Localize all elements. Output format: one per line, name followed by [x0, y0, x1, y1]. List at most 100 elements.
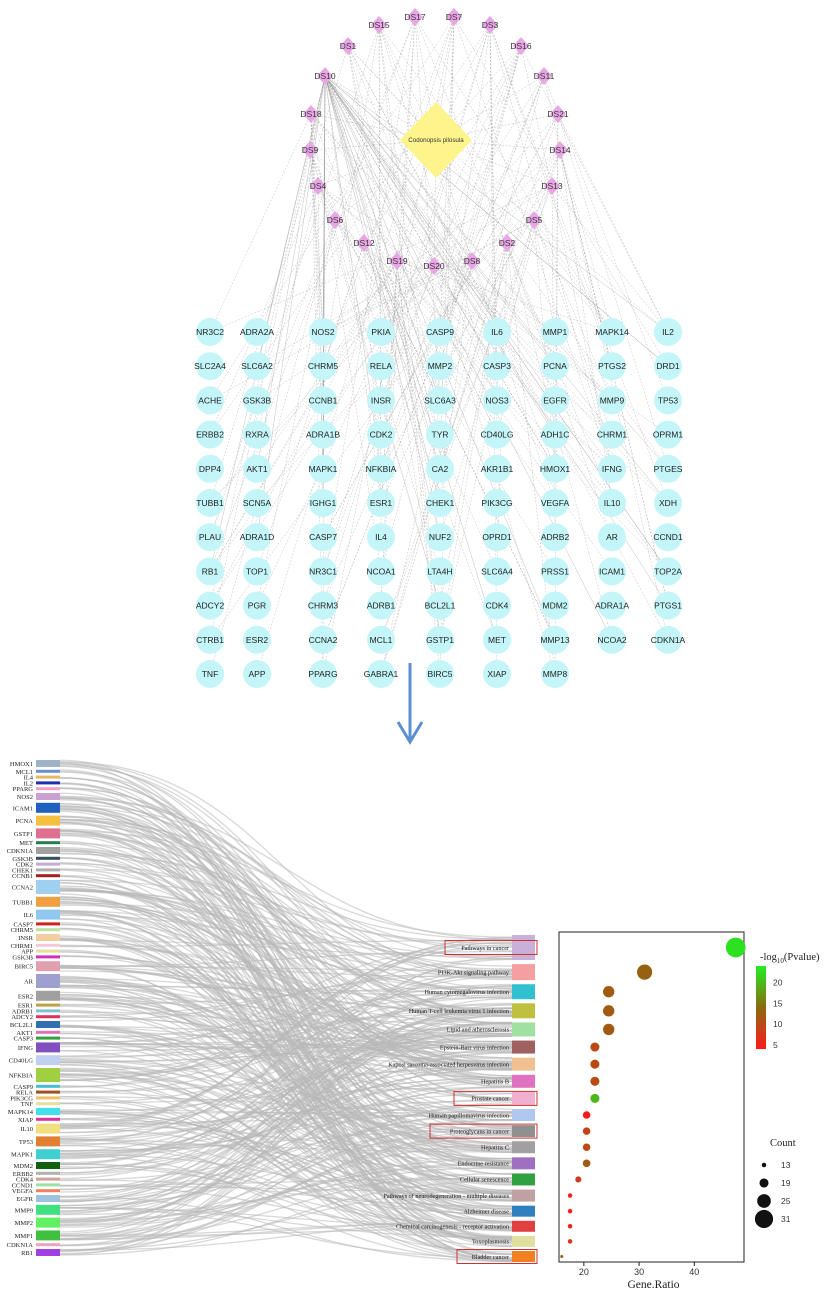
size-legend-dot: [755, 1210, 773, 1228]
target-label: SLC6A2: [241, 361, 273, 371]
pathway-bar: [512, 984, 535, 999]
gene-label: INSR: [18, 935, 33, 942]
gene-node-gstp1: GSTP1: [14, 828, 60, 838]
target-label: IL2: [662, 327, 674, 337]
target-label: CHRM3: [308, 601, 338, 611]
network-edge: [560, 150, 612, 332]
target-label: MMP8: [543, 669, 568, 679]
target-node-ccnd1: CCND1: [653, 523, 683, 551]
pathway-bar: [512, 1003, 535, 1018]
target-node-ar: AR: [598, 523, 626, 551]
target-label: ESR2: [246, 635, 268, 645]
target-node-adrb1: ADRB1: [367, 592, 396, 620]
x-tick-label: 30: [634, 1267, 644, 1277]
network-edge: [397, 261, 555, 469]
compound-label: DS3: [482, 20, 499, 30]
target-node-cdk2: CDK2: [367, 421, 395, 449]
pathway-label: Human cytomegalovirus infection: [424, 989, 509, 996]
compound-node-ds21: DS21: [547, 105, 569, 123]
target-node-pgr: PGR: [243, 592, 271, 620]
target-label: GSTP1: [426, 635, 454, 645]
gene-label: MDM2: [13, 1163, 33, 1170]
target-label: AR: [606, 532, 618, 542]
target-label: NFKBIA: [366, 464, 397, 474]
target-node-xiap: XIAP: [483, 660, 511, 688]
compound-label: DS17: [404, 12, 426, 22]
gene-node-mapk14: MAPK14: [8, 1108, 60, 1116]
gene-node-ccnb1: CCNB1: [12, 873, 60, 880]
target-label: CDK4: [486, 601, 509, 611]
target-label: CASP9: [426, 327, 454, 337]
network-edge: [325, 76, 497, 640]
pathway-bar: [512, 1173, 535, 1185]
target-label: MDM2: [542, 601, 567, 611]
target-label: MMP9: [600, 395, 625, 405]
compound-label: DS2: [499, 238, 516, 248]
gene-node-tp53: TP53: [19, 1136, 60, 1146]
gene-bar: [36, 1021, 60, 1028]
target-label: IL4: [375, 532, 387, 542]
network-edge: [534, 220, 555, 332]
pathway-bar: [512, 1251, 535, 1262]
gene-node-il10: IL10: [20, 1124, 60, 1134]
gene-bar: [36, 1102, 60, 1105]
pathway-label: Toxoplasmosis: [472, 1239, 510, 1246]
target-node-tyr: TYR: [426, 421, 454, 449]
compound-label: DS14: [549, 145, 571, 155]
gene-label: TUBB1: [12, 899, 33, 906]
target-label: PTGES: [654, 464, 683, 474]
target-label: SCN5A: [243, 498, 272, 508]
gene-node-casp3: CASP3: [13, 1036, 60, 1043]
pathway-label: PI3K-Akt signaling pathway: [438, 969, 510, 976]
gene-label: MMP9: [15, 1207, 33, 1214]
gene-node-cdkn1a: CDKN1A: [7, 847, 60, 855]
colorbar-tick-label: 10: [773, 1019, 783, 1029]
gene-bar: [36, 1195, 60, 1202]
gene-node-xiap: XIAP: [18, 1117, 60, 1124]
network-edge: [257, 243, 364, 571]
target-node-insr: INSR: [367, 386, 395, 414]
target-label: XDH: [659, 498, 677, 508]
gene-node-il6: IL6: [24, 910, 60, 920]
target-label: TYR: [432, 430, 449, 440]
target-node-gabra1: GABRA1: [364, 660, 399, 688]
gene-node-esr2: ESR2: [18, 991, 60, 1001]
gene-node-hmox1: HMOX1: [10, 760, 60, 768]
gene-bar: [36, 1085, 60, 1088]
compound-label: DS21: [547, 109, 569, 119]
gene-bar: [36, 897, 60, 907]
gene-bar: [36, 863, 60, 866]
target-label: PTGS1: [654, 601, 682, 611]
gene-label: TNF: [21, 1101, 34, 1108]
pathway-label: Proteoglycans in cancer: [450, 1128, 509, 1135]
target-node-ache: ACHE: [196, 386, 224, 414]
gene-node-mcl1: MCL1: [16, 769, 60, 776]
target-label: CASP3: [483, 361, 511, 371]
target-node-adra2a: ADRA2A: [240, 318, 274, 346]
compound-node-ds11: DS11: [534, 67, 555, 85]
gene-node-birc5: BIRC5: [15, 961, 60, 971]
gene-bar: [36, 1042, 60, 1052]
target-node-cdk4: CDK4: [483, 592, 511, 620]
target-label: BCL2L1: [425, 601, 456, 611]
gene-label: GSK3B: [12, 954, 33, 961]
bubble-point-human-papillomavirus-infection: [583, 1111, 591, 1119]
gene-label: MMP1: [15, 1233, 33, 1240]
compound-label: DS16: [510, 41, 532, 51]
gene-node-gsk3b: GSK3B: [12, 954, 60, 961]
bubble-point-epstein-barr-virus-infection: [590, 1043, 599, 1052]
target-node-nr3c1: NR3C1: [309, 557, 337, 585]
bubble-point-cellular-senescence: [575, 1176, 581, 1182]
pathway-node-cellular-senescence: Cellular senescence: [460, 1173, 535, 1185]
target-label: ESR1: [370, 498, 392, 508]
gene-node-cdkn1a: CDKN1A: [7, 1242, 60, 1249]
pathway-bar: [512, 1125, 535, 1137]
target-node-adrb2: ADRB2: [541, 523, 570, 551]
gene-bar: [36, 1015, 60, 1018]
size-legend-dot: [757, 1194, 771, 1208]
target-label: CHRM1: [597, 430, 627, 440]
target-node-rxra: RXRA: [243, 421, 271, 449]
gene-label: IL6: [24, 912, 34, 919]
